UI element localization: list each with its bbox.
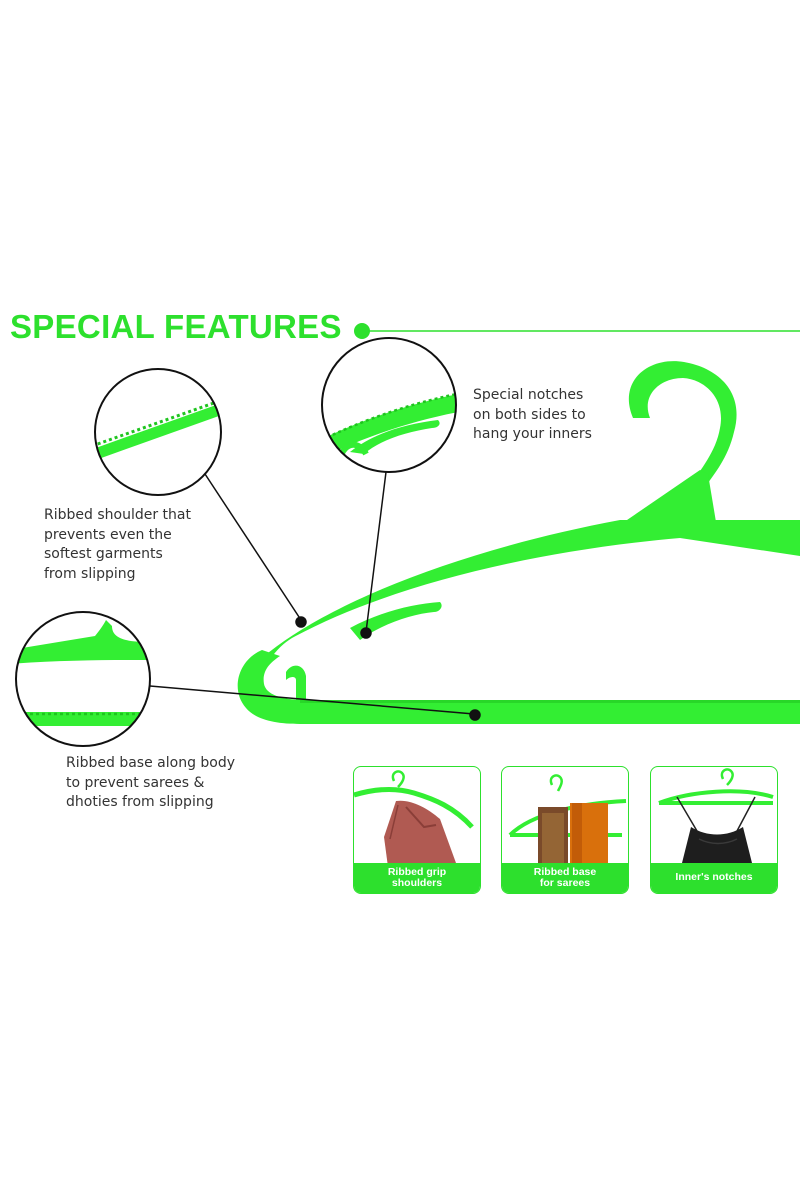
callout-ribbed-shoulder: Ribbed shoulder that prevents even the s… <box>44 507 191 582</box>
detail-circle-ribbed-base <box>15 611 151 747</box>
feature-card-grip-shoulders: Ribbed grip shoulders <box>353 766 481 894</box>
card-label: Ribbed base for sarees <box>502 863 628 893</box>
detail-circle-ribbed-shoulder <box>94 368 222 496</box>
card-label: Ribbed grip shoulders <box>354 863 480 893</box>
saree-on-hanger-image <box>508 774 627 867</box>
feature-card-ribbed-base: Ribbed base for sarees <box>501 766 629 894</box>
leader-lines <box>149 471 481 721</box>
inner-on-hanger-image <box>658 768 774 867</box>
callout-ribbed-base: Ribbed base along body to prevent sarees… <box>66 755 236 810</box>
detail-circle-notches <box>321 337 457 473</box>
section-heading: SPECIAL FEATURES <box>10 308 342 345</box>
callout-special-notches: Special notches on both sides to hang yo… <box>473 387 592 442</box>
card-label: Inner's notches <box>651 863 777 893</box>
hanger-ribs <box>300 700 800 703</box>
feature-card-inners-notches: Inner's notches <box>650 766 778 894</box>
shirt-on-hanger-image <box>354 770 474 867</box>
heading-rule <box>354 323 800 339</box>
